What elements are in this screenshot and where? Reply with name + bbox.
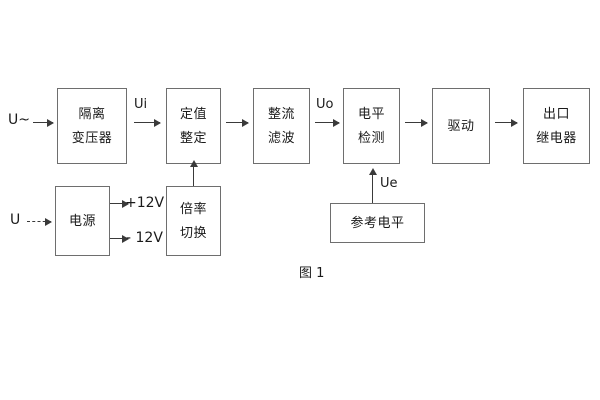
- block-rectifier-filter: 整流 滤波: [253, 88, 310, 164]
- ac-input-label: U~: [8, 112, 30, 128]
- arrow-level-detection-to-drive: [405, 118, 428, 127]
- block-rectifier-filter-line-1: 整流: [267, 106, 295, 122]
- arrow-rectifier-filter-to-level-detection: [315, 118, 340, 127]
- block-isolation-transformer-line-1: 隔离: [78, 106, 106, 122]
- arrow-dc-input-to-power-supply: [27, 218, 52, 226]
- supply-positive-label: +12V: [125, 195, 165, 211]
- block-reference-level: 参考电平: [330, 203, 425, 243]
- arrow-setting-value-to-rectifier-filter: [226, 118, 249, 127]
- block-drive-line-1: 驱动: [447, 118, 475, 134]
- block-isolation-transformer-line-2: 变压器: [71, 130, 113, 146]
- arrow-multiplier-switch-to-setting-value: [189, 160, 198, 186]
- block-isolation-transformer: 隔离 变压器: [57, 88, 127, 164]
- arrow-reference-level-to-level-detection: [368, 168, 377, 203]
- supply-negative-label: - 12V: [126, 230, 163, 246]
- block-setting-value-line-2: 整定: [179, 130, 207, 146]
- arrow-ac-input-to-isolation-transformer: [33, 118, 54, 127]
- block-multiplier-switch-line-2: 切换: [179, 225, 207, 241]
- block-multiplier-switch-line-1: 倍率: [179, 201, 207, 217]
- arrow-isolation-transformer-to-setting-value: [134, 118, 161, 127]
- block-reference-level-line-1: 参考电平: [350, 215, 405, 231]
- block-level-detection-line-2: 检测: [357, 130, 385, 146]
- block-power-supply-line-1: 电源: [68, 213, 96, 229]
- arrow-power-supply-negative: [110, 234, 129, 243]
- block-setting-value: 定值 整定: [166, 88, 221, 164]
- block-setting-value-line-1: 定值: [179, 106, 207, 122]
- block-output-relay: 出口 继电器: [523, 88, 590, 164]
- arrow-drive-to-output-relay: [495, 118, 518, 127]
- block-drive: 驱动: [432, 88, 490, 164]
- block-output-relay-line-1: 出口: [542, 106, 570, 122]
- dc-input-label: U: [10, 212, 21, 228]
- block-power-supply: 电源: [55, 186, 110, 256]
- block-level-detection-line-1: 电平: [357, 106, 385, 122]
- uo-label: Uo: [316, 97, 334, 112]
- arrow-power-supply-positive: [110, 199, 129, 208]
- block-level-detection: 电平 检测: [343, 88, 400, 164]
- ui-label: Ui: [134, 97, 148, 112]
- block-output-relay-line-2: 继电器: [536, 130, 577, 146]
- ue-label: Ue: [380, 176, 398, 191]
- figure-caption: 图 1: [299, 266, 325, 281]
- block-rectifier-filter-line-2: 滤波: [267, 130, 295, 146]
- block-multiplier-switch: 倍率 切换: [166, 186, 221, 256]
